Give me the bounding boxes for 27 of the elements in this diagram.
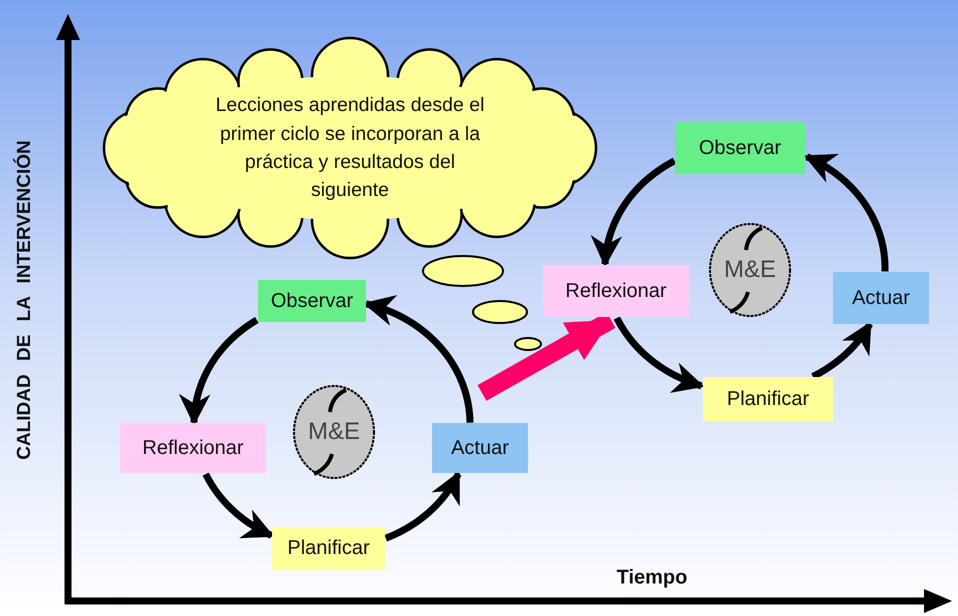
step-label: Actuar <box>852 286 910 310</box>
step-label: Planificar <box>287 537 370 560</box>
step-box <box>675 122 805 174</box>
step-box <box>543 265 689 317</box>
step-box <box>833 272 929 324</box>
cycle-arrow <box>178 317 259 426</box>
node-label: M&E <box>308 418 360 446</box>
step-label: Reflexionar <box>565 280 667 302</box>
cycle-arrow <box>614 316 704 393</box>
step-label: Observar <box>698 136 782 160</box>
step-label: Reflexionar <box>142 436 244 460</box>
step-box <box>120 423 266 473</box>
cycle-arrow <box>590 158 676 268</box>
cloud-text: Lecciones aprendidas desde el primer ciclo se incorporan a la práctica y resultados del siguiente <box>214 93 486 204</box>
cycle-arrow <box>384 471 462 542</box>
cycle-arrow <box>202 472 274 539</box>
axis-title: CALIDAD DE LA INTERVENCIÓN <box>14 140 36 460</box>
step-label: Planificar <box>726 388 810 410</box>
axis-title: Tiempo <box>616 566 688 590</box>
step-box <box>258 280 366 322</box>
step-box <box>703 377 833 421</box>
step-box <box>272 527 385 570</box>
step-box <box>432 423 528 473</box>
step-label: Observar <box>270 290 354 312</box>
node-label: M&E <box>724 256 776 284</box>
step-label: Actuar <box>451 436 509 460</box>
cycle-arrow <box>804 154 888 274</box>
